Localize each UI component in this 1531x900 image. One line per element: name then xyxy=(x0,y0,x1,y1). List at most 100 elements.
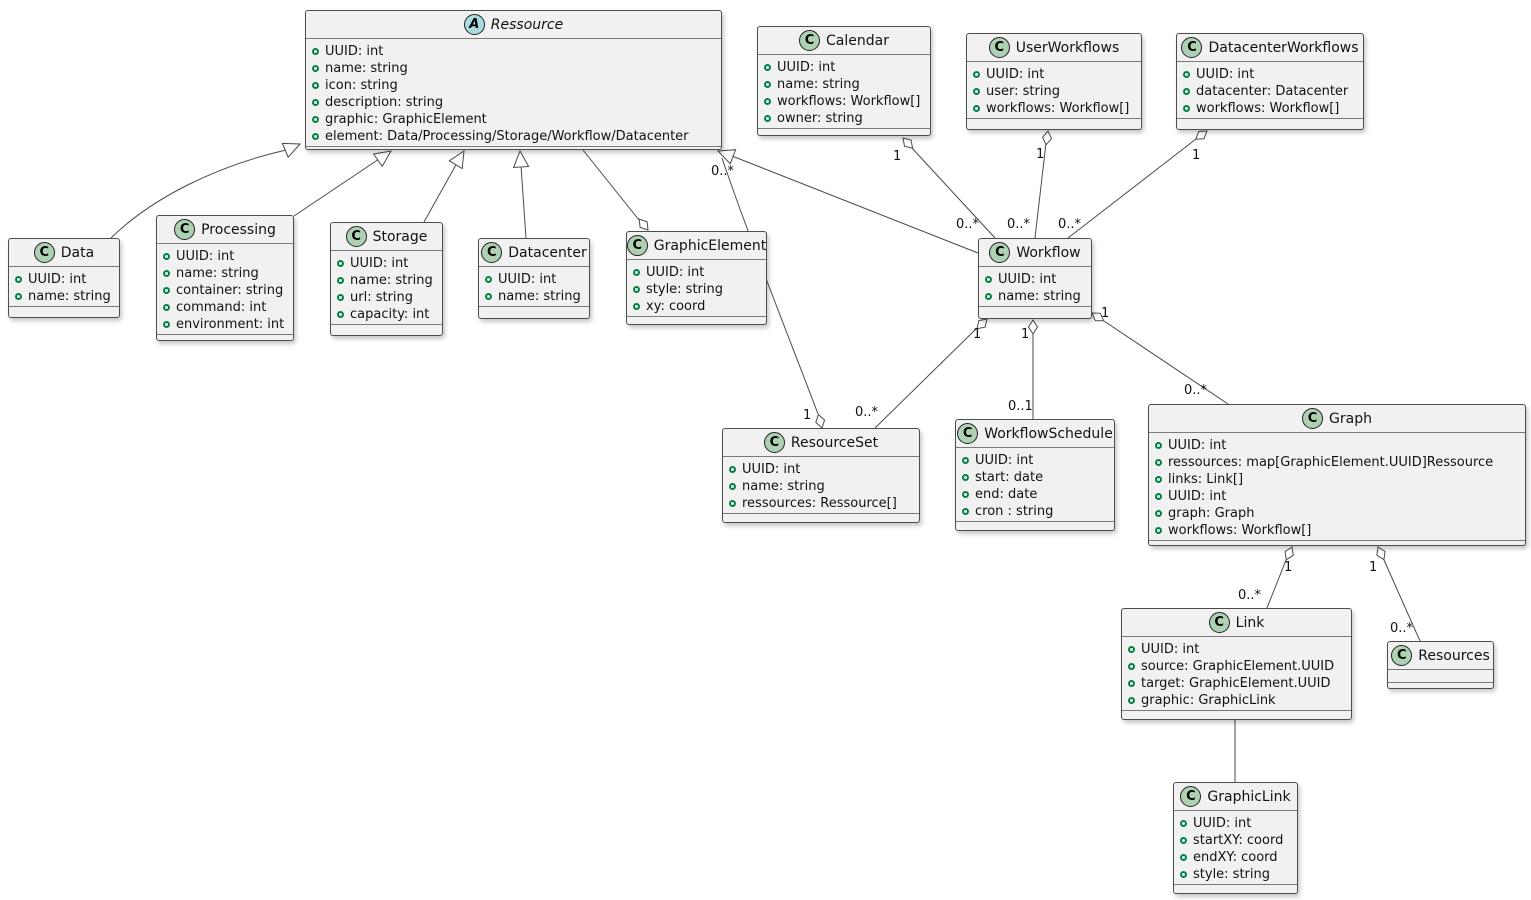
attribute-text: container: string xyxy=(176,283,284,298)
class-methods-empty xyxy=(979,306,1091,318)
field-visibility-icon xyxy=(15,293,22,300)
attribute-text: name: string xyxy=(176,266,259,281)
attribute-text: source: GraphicElement.UUID xyxy=(1141,659,1335,674)
field-visibility-icon xyxy=(1128,697,1135,704)
attribute-text: graphic: GraphicElement xyxy=(325,112,487,127)
field-visibility-icon xyxy=(1155,442,1162,449)
class-methods-empty xyxy=(1174,884,1297,893)
field-visibility-icon xyxy=(1180,871,1187,878)
class-name: Resources xyxy=(1418,647,1490,664)
attribute-text: UUID: int xyxy=(1168,489,1227,504)
multiplicity-label: 0..1 xyxy=(1008,399,1033,414)
field-visibility-icon xyxy=(973,88,980,95)
attribute-text: workflows: Workflow[] xyxy=(777,94,921,109)
class-name: UserWorkflows xyxy=(1015,39,1120,56)
attribute-row: workflows: Workflow[] xyxy=(1183,100,1355,117)
attribute-text: UUID: int xyxy=(986,67,1045,82)
class-attributes: UUID: int name: string workflows: Workflow… xyxy=(758,55,930,128)
field-visibility-icon xyxy=(764,81,771,88)
attribute-row: UUID: int xyxy=(312,43,713,60)
attribute-row: UUID: int xyxy=(1180,815,1289,832)
attribute-row: cron : string xyxy=(962,503,1106,520)
attribute-row: UUID: int xyxy=(764,59,922,76)
attribute-row: style: string xyxy=(1180,866,1289,883)
field-visibility-icon xyxy=(962,457,969,464)
field-visibility-icon xyxy=(729,466,736,473)
attribute-row: name: string xyxy=(485,288,581,305)
class-methods-empty xyxy=(758,128,930,135)
class-methods-empty xyxy=(723,513,919,522)
edge-processing-extends-ressource xyxy=(293,158,380,217)
class-name: Datacenter xyxy=(508,244,587,261)
edge-workflow-resourceset xyxy=(874,328,977,429)
field-visibility-icon xyxy=(163,270,170,277)
attribute-text: cron : string xyxy=(975,504,1054,519)
attribute-text: command: int xyxy=(176,300,267,315)
class-methods-empty xyxy=(1122,710,1351,719)
class-name: Storage xyxy=(372,228,428,245)
field-visibility-icon xyxy=(633,303,640,310)
field-visibility-icon xyxy=(1180,820,1187,827)
attribute-text: name: string xyxy=(28,289,111,304)
attribute-text: UUID: int xyxy=(350,256,409,271)
field-visibility-icon xyxy=(1155,493,1162,500)
field-visibility-icon xyxy=(1128,646,1135,653)
attribute-row: ressources: Ressource[] xyxy=(729,495,911,512)
attribute-text: UUID: int xyxy=(1193,816,1252,831)
aggregation-diamond-icon xyxy=(1027,319,1039,335)
class-icon: C xyxy=(33,242,55,263)
attribute-row: startXY: coord xyxy=(1180,832,1289,849)
field-visibility-icon xyxy=(337,294,344,301)
attribute-row: name: string xyxy=(764,76,922,93)
aggregation-diamond-icon xyxy=(1194,130,1208,140)
attribute-row: style: string xyxy=(633,281,758,298)
edge-storage-extends-ressource xyxy=(423,162,458,223)
attribute-row: capacity: int xyxy=(337,306,434,323)
attribute-row: command: int xyxy=(163,299,285,316)
attribute-text: UUID: int xyxy=(646,265,705,280)
attribute-text: graph: Graph xyxy=(1168,506,1255,521)
class-icon: C xyxy=(345,226,367,247)
attribute-text: graphic: GraphicLink xyxy=(1141,693,1276,708)
multiplicity-label: 0..* xyxy=(1007,217,1031,232)
attribute-row: workflows: Workflow[] xyxy=(1155,522,1517,539)
multiplicity-label: 1 xyxy=(1369,560,1377,575)
attribute-text: start: date xyxy=(975,470,1044,485)
field-visibility-icon xyxy=(163,304,170,311)
attribute-row: UUID: int xyxy=(1155,437,1517,454)
class-methods-empty xyxy=(1177,118,1363,129)
class-icon: C xyxy=(626,235,648,256)
attribute-text: UUID: int xyxy=(777,60,836,75)
attribute-row: ressources: map[GraphicElement.UUID]Ress… xyxy=(1155,454,1517,471)
class-name: GraphicLink xyxy=(1207,788,1291,805)
attribute-row: UUID: int xyxy=(485,271,581,288)
attribute-text: workflows: Workflow[] xyxy=(1168,523,1312,538)
attribute-text: style: string xyxy=(646,282,724,297)
attribute-row: UUID: int xyxy=(1183,66,1355,83)
attribute-row: source: GraphicElement.UUID xyxy=(1128,658,1343,675)
class-methods-empty xyxy=(479,306,589,318)
field-visibility-icon xyxy=(962,491,969,498)
attribute-row: icon: string xyxy=(312,77,713,94)
attribute-text: UUID: int xyxy=(176,249,235,264)
attribute-text: name: string xyxy=(777,77,860,92)
field-visibility-icon xyxy=(337,260,344,267)
attribute-text: ressources: Ressource[] xyxy=(742,496,897,511)
attribute-text: name: string xyxy=(325,61,408,76)
attribute-text: workflows: Workflow[] xyxy=(986,101,1130,116)
field-visibility-icon xyxy=(1155,476,1162,483)
attribute-row: workflows: Workflow[] xyxy=(764,93,922,110)
